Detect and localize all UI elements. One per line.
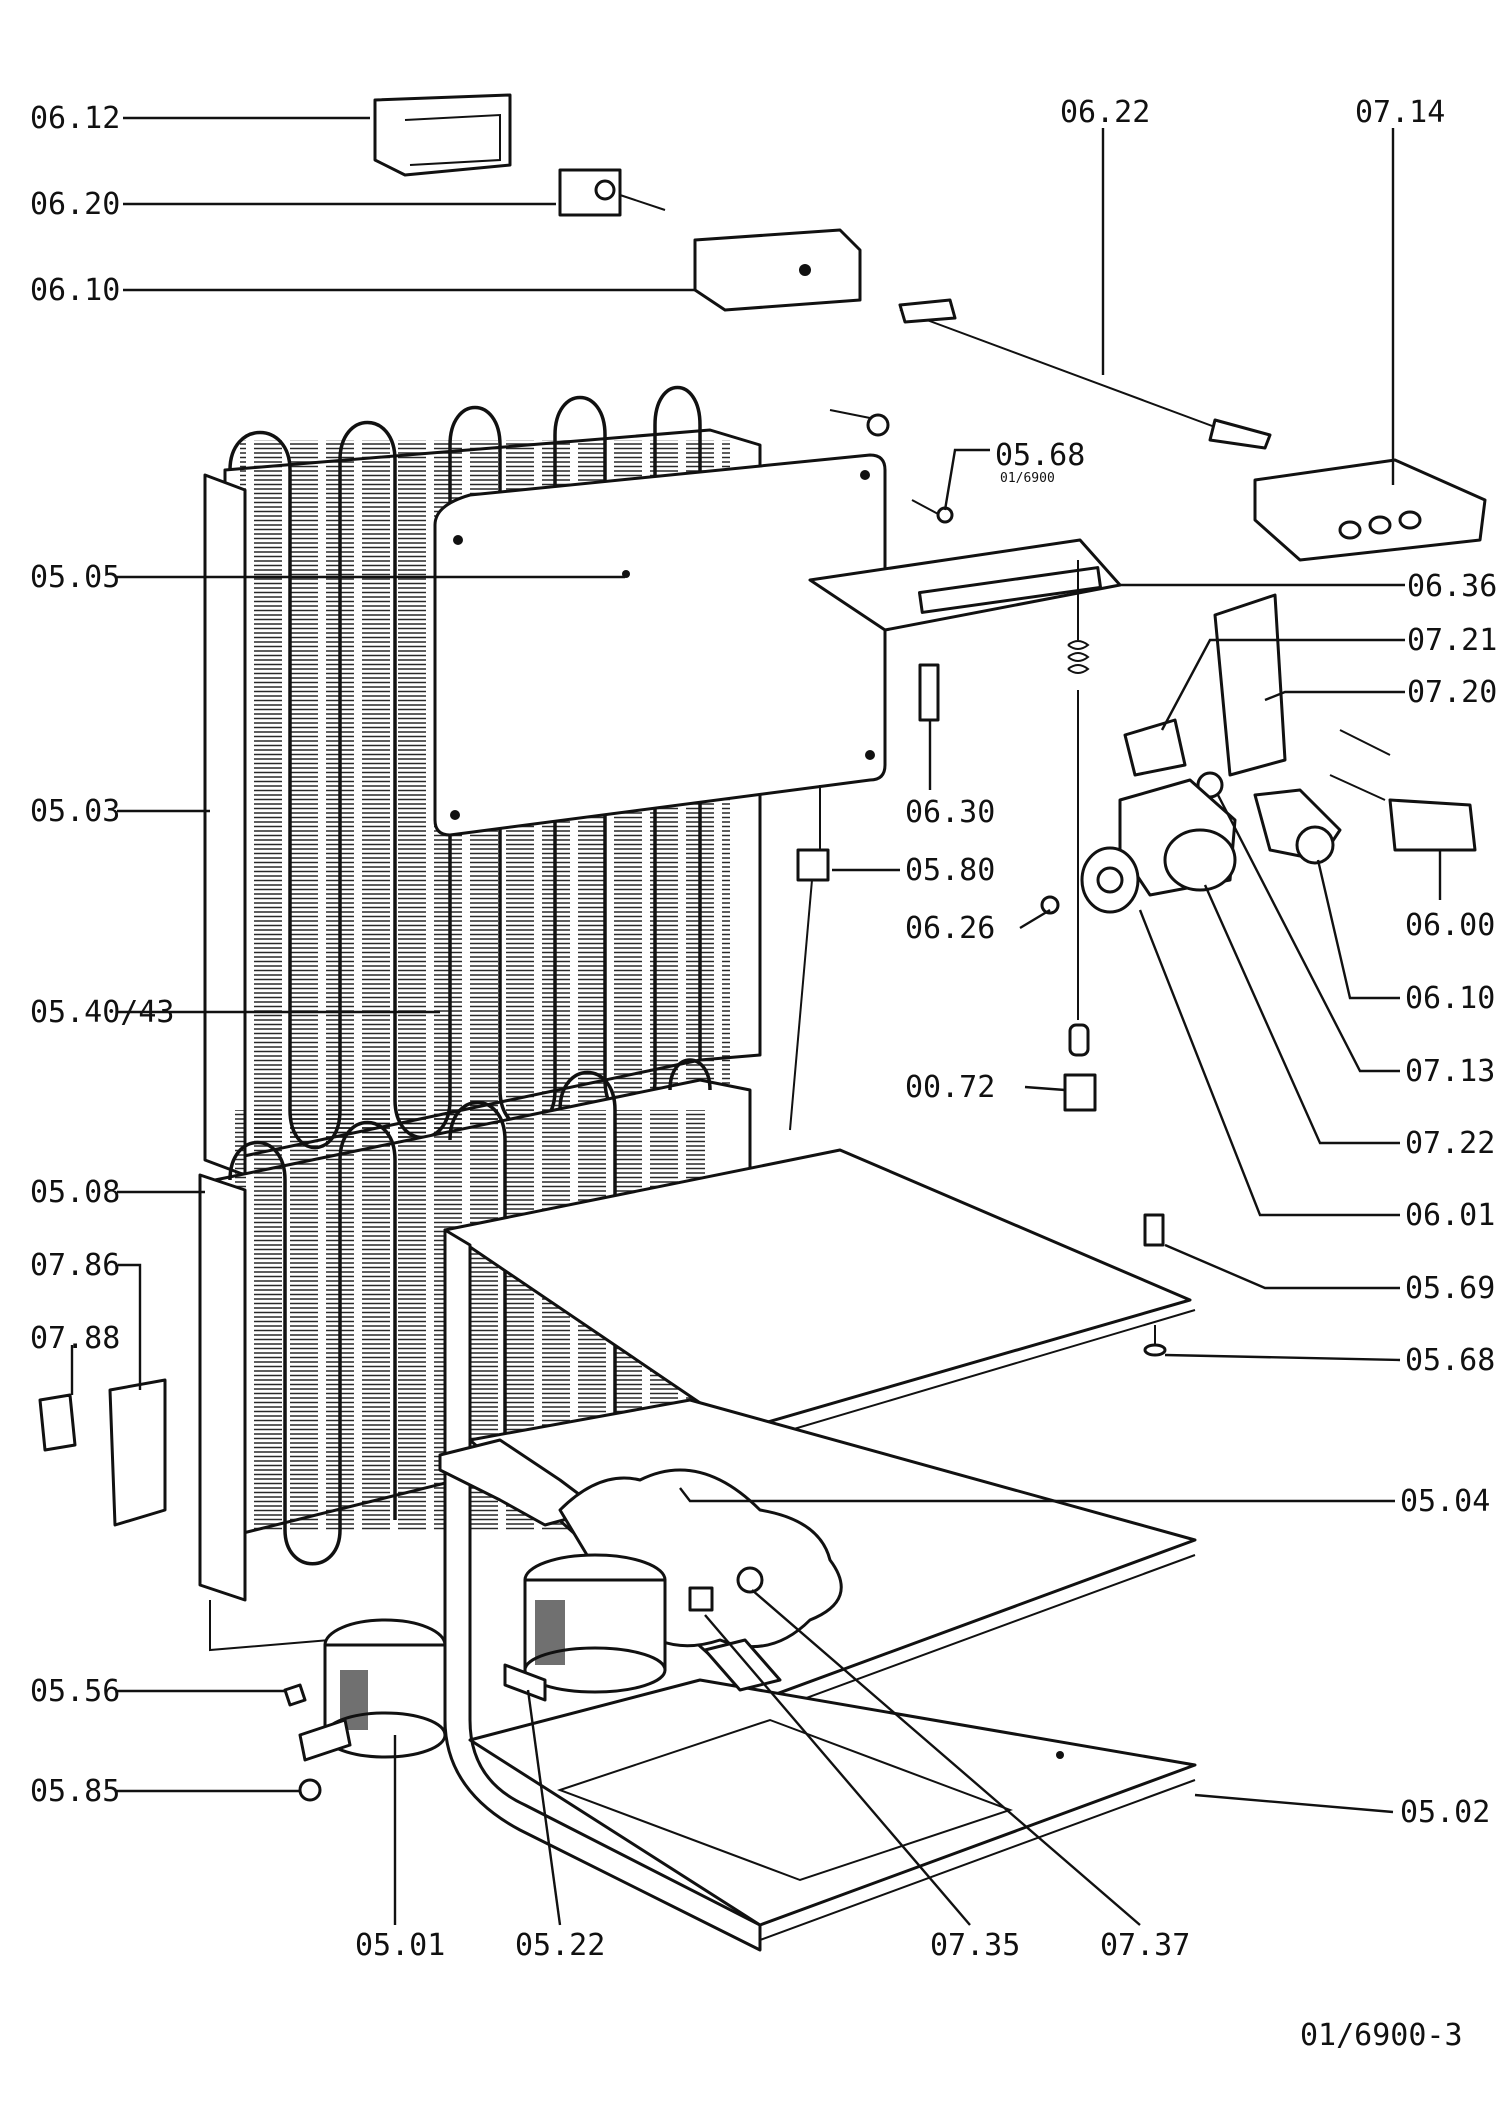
part-05-69 — [1143, 1213, 1165, 1247]
label-05-40-43: 05.40/43 — [30, 995, 175, 1030]
label-06-20: 06.20 — [30, 187, 120, 222]
part-06-12 — [373, 93, 512, 177]
compressor-05-22 — [503, 1553, 667, 1702]
label-05-68-sub: 01/6900 — [1000, 471, 1055, 486]
spring-and-bulb — [1067, 560, 1090, 1057]
label-05-56: 05.56 — [30, 1674, 120, 1709]
label-05-04: 05.04 — [1400, 1484, 1490, 1519]
label-06-10-right: 06.10 — [1405, 981, 1495, 1016]
part-06-26 — [1040, 895, 1060, 915]
leader-lines — [70, 116, 1442, 1926]
label-06-12: 06.12 — [30, 101, 120, 136]
part-05-80 — [789, 785, 830, 1131]
label-05-08: 05.08 — [30, 1175, 120, 1210]
label-07-88: 07.88 — [30, 1321, 120, 1356]
label-05-68-bottom: 05.68 — [1405, 1343, 1495, 1378]
label-05-02: 05.02 — [1400, 1795, 1490, 1830]
label-05-05: 05.05 — [30, 560, 120, 595]
label-06-36: 06.36 — [1407, 569, 1497, 604]
label-06-01: 06.01 — [1405, 1198, 1495, 1233]
part-06-30 — [918, 663, 940, 722]
thermostat-07-22 — [1118, 778, 1237, 897]
part-06-10-top — [693, 228, 862, 312]
label-05-68-top: 05.68 — [995, 438, 1085, 473]
part-00-72 — [1063, 1073, 1097, 1112]
drawing-reference: 01/6900-3 — [1300, 2018, 1463, 2053]
label-07-35: 07.35 — [930, 1928, 1020, 1963]
label-06-26: 06.26 — [905, 911, 995, 946]
label-07-22: 07.22 — [1405, 1126, 1495, 1161]
control-panel-07-14 — [1253, 458, 1487, 562]
part-07-88 — [38, 1393, 77, 1452]
part-06-00 — [1329, 729, 1477, 852]
label-06-00: 06.00 — [1405, 908, 1495, 943]
rod-06-22 — [898, 298, 1272, 450]
label-05-69: 05.69 — [1405, 1271, 1495, 1306]
compressor-area — [503, 1468, 843, 1702]
callout-labels: 06.12 06.20 06.10 06.22 07.14 05.68 01/6… — [30, 95, 1497, 2053]
label-05-22: 05.22 — [515, 1928, 605, 1963]
part-06-10-right — [1253, 788, 1342, 865]
label-05-03: 05.03 — [30, 794, 120, 829]
compressor-05-01 — [283, 1618, 447, 1802]
label-07-13: 07.13 — [1405, 1054, 1495, 1089]
label-00-72: 00.72 — [905, 1070, 995, 1105]
label-05-85: 05.85 — [30, 1774, 120, 1809]
part-06-20 — [558, 168, 666, 217]
label-05-80: 05.80 — [905, 853, 995, 888]
label-05-01: 05.01 — [355, 1928, 445, 1963]
label-07-21: 07.21 — [1407, 623, 1497, 658]
label-07-37: 07.37 — [1100, 1928, 1190, 1963]
switch-parts-07-20 — [1213, 593, 1287, 777]
label-06-30: 06.30 — [905, 795, 995, 830]
label-07-14: 07.14 — [1355, 95, 1445, 130]
label-07-20: 07.20 — [1407, 675, 1497, 710]
part-07-86 — [108, 1378, 167, 1527]
part-07-21 — [1123, 718, 1187, 777]
label-07-86: 07.86 — [30, 1248, 120, 1283]
knob-06-01 — [1080, 846, 1140, 914]
part-05-68-screw — [1143, 1325, 1167, 1357]
label-06-22: 06.22 — [1060, 95, 1150, 130]
back-panel — [433, 453, 887, 837]
label-06-10: 06.10 — [30, 273, 120, 308]
